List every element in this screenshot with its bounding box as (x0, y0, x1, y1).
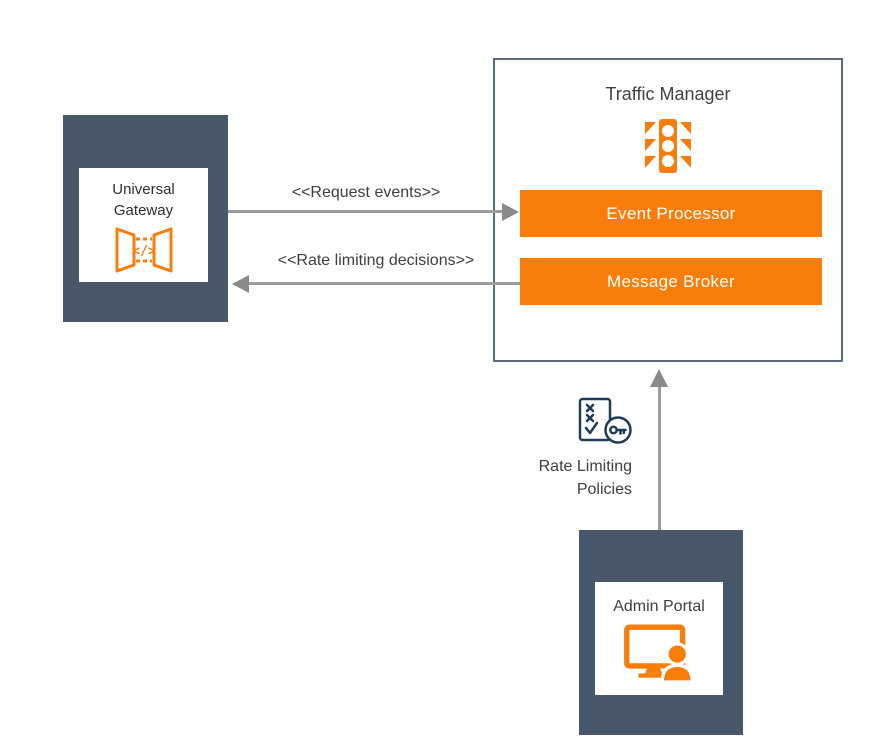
rate-limiting-policies-line2: Policies (576, 481, 632, 498)
universal-gateway-label-line1: Universal (112, 181, 175, 198)
rate-limiting-policies-label: Rate Limiting Policies (492, 455, 632, 501)
admin-portal-label: Admin Portal (613, 598, 705, 615)
monitor-with-user-icon (624, 624, 694, 682)
rate-limiting-policies-line1: Rate Limiting (538, 458, 632, 475)
rate-limiting-decisions-arrowhead (232, 275, 249, 293)
traffic-manager-title: Traffic Manager (605, 84, 731, 104)
universal-gateway-box: Universal Gateway </> (63, 115, 228, 322)
policies-arrow-line (658, 386, 661, 530)
rate-limiting-decisions-arrow-line (249, 282, 520, 285)
policy-document-key-icon (578, 397, 632, 444)
traffic-manager-box: Traffic Manager Event Processor Message … (493, 58, 843, 362)
event-processor-bar: Event Processor (520, 190, 822, 237)
universal-gateway-card: Universal Gateway </> (79, 168, 208, 282)
api-gateway-icon: </> (115, 227, 172, 273)
universal-gateway-label: Universal Gateway (112, 179, 175, 221)
request-events-arrowhead (502, 203, 519, 221)
message-broker-bar: Message Broker (520, 258, 822, 305)
request-events-label: <<Request events>> (291, 184, 441, 201)
message-broker-label: Message Broker (607, 271, 735, 291)
rate-limiting-decisions-label: <<Rate limiting decisions>> (277, 252, 475, 269)
policies-arrowhead (650, 369, 668, 387)
admin-portal-box: Admin Portal (579, 530, 743, 735)
admin-portal-card: Admin Portal (595, 582, 723, 695)
request-events-arrow-line (228, 210, 504, 213)
code-glyph: </> (132, 244, 156, 259)
traffic-light-icon (645, 119, 691, 173)
universal-gateway-label-line2: Gateway (113, 202, 174, 219)
event-processor-label: Event Processor (606, 203, 736, 223)
